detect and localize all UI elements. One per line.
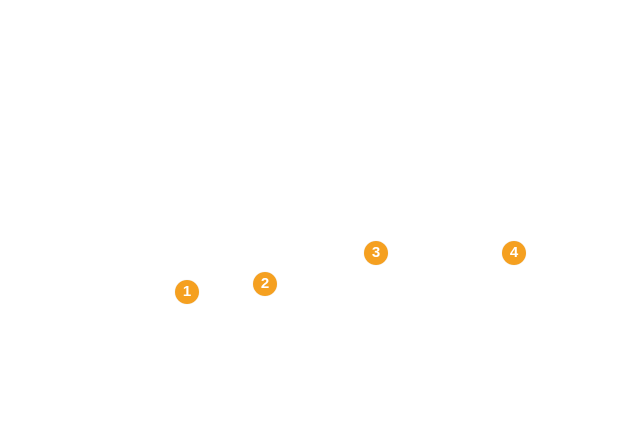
callout-badge-1: 1: [175, 280, 199, 304]
callout-badge-3: 3: [364, 241, 388, 265]
callout-badge-4: 4: [502, 241, 526, 265]
callout-badge-2: 2: [253, 272, 277, 296]
